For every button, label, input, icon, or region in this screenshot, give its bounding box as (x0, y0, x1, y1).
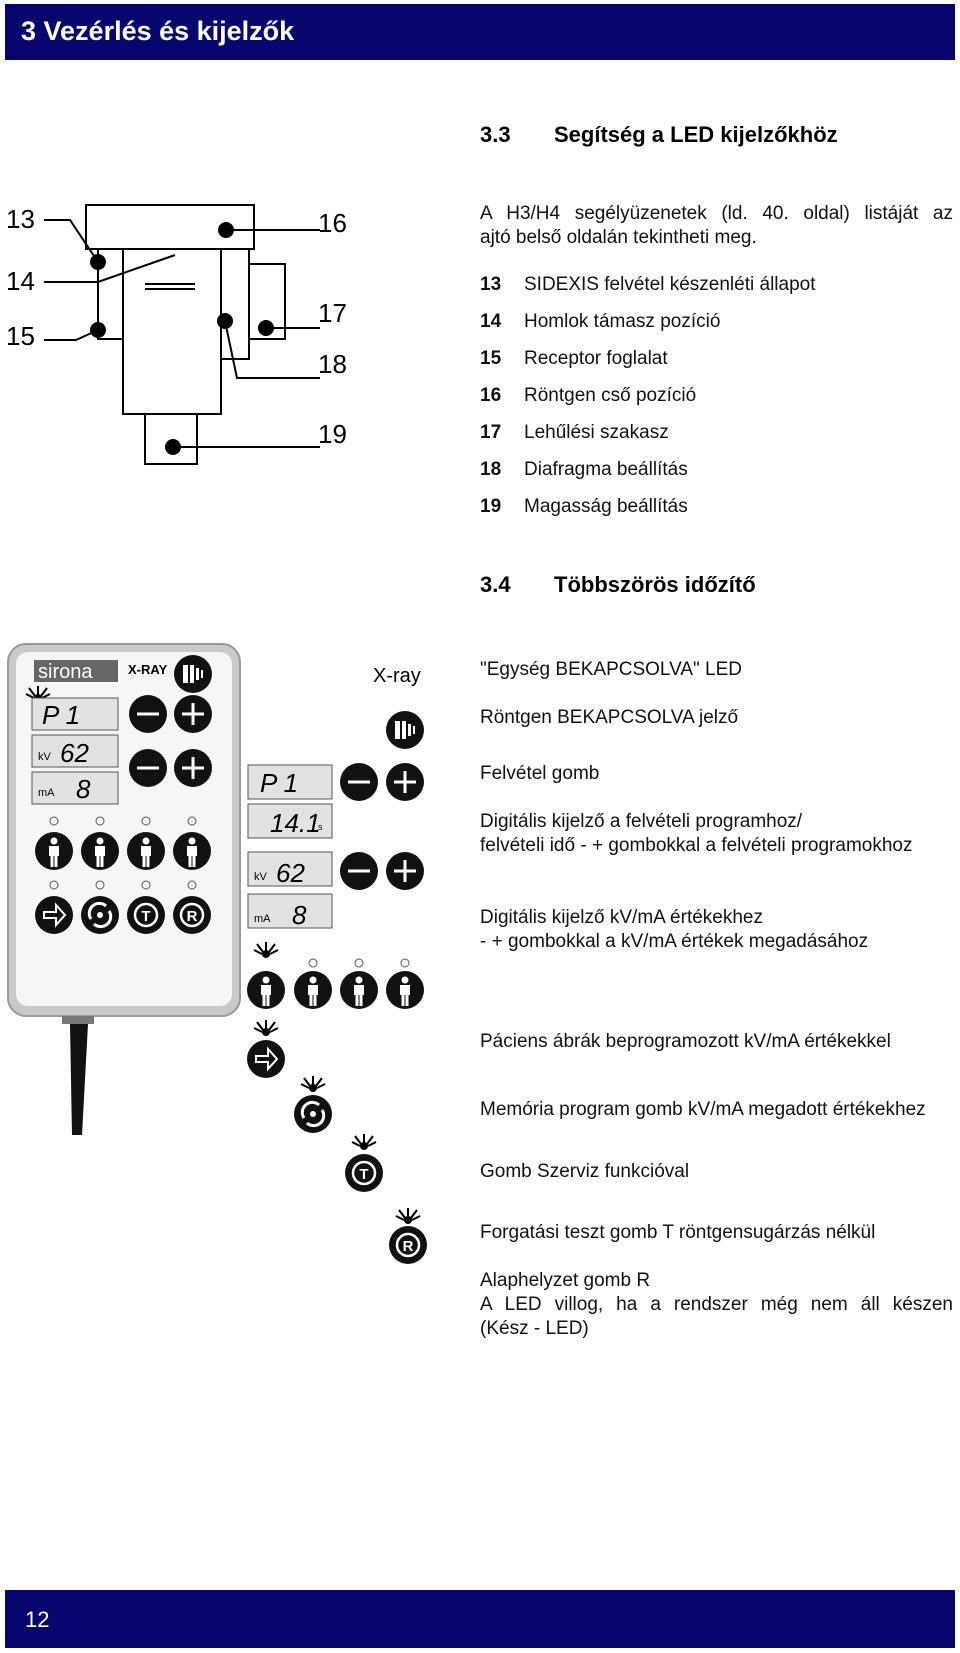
patient-button (294, 971, 332, 1009)
brand-logo: sirona (38, 661, 93, 683)
chapter-title: 3 Vezérlés és kijelzők (21, 16, 295, 46)
led-icon (253, 1019, 279, 1037)
program-display: P 1 (42, 700, 80, 730)
reset-button-icon: R (389, 1226, 427, 1264)
diagram-label-14: 14 (6, 266, 35, 296)
patient-button (247, 971, 285, 1009)
section-number: 3.3 (480, 122, 511, 147)
desc-kv-ma-display: Digitális kijelző kV/mA értékekhez- + go… (480, 907, 869, 952)
memory-button[interactable] (34, 895, 74, 935)
svg-text:62: 62 (276, 858, 305, 888)
section-number: 3.4 (480, 572, 511, 597)
led-position-diagram: 13 14 15 16 17 18 19 (6, 204, 347, 465)
intro-line-2: ajtó belső oldalán tekintheti meg. (480, 227, 757, 248)
svg-text:kV: kV (38, 751, 52, 763)
svg-text:8: 8 (292, 900, 307, 930)
cable (70, 1024, 88, 1135)
svg-text:R: R (403, 1238, 414, 1255)
svg-text:kV: kV (254, 871, 268, 883)
plus-button[interactable] (174, 749, 212, 787)
patient-button[interactable] (127, 832, 165, 870)
exposure-button-icon (386, 711, 424, 749)
diagram-label-15: 15 (6, 321, 35, 351)
patient-button[interactable] (81, 832, 119, 870)
header-bar: 3 Vezérlés és kijelzők (5, 4, 955, 60)
plus-button (386, 763, 424, 801)
plus-button (386, 852, 424, 890)
desc-patient-buttons: Páciens ábrák beprogramozott kV/mA érték… (480, 1031, 891, 1052)
page-number: 12 (25, 1607, 50, 1632)
plus-button[interactable] (174, 695, 212, 733)
section-3-4-heading: 3.4 Többszörös időzítő (480, 572, 756, 598)
test-button[interactable] (125, 894, 167, 936)
desc-service-button: Gomb Szerviz funkcióval (480, 1161, 690, 1182)
svg-text:s: s (318, 822, 323, 832)
led-icon (395, 1207, 421, 1225)
desc-xray-indicator: Röntgen BEKAPCSOLVA jelző (480, 707, 739, 728)
led-icon (300, 1075, 326, 1093)
led-icon (253, 941, 279, 959)
desc-program-display: Digitális kijelző a felvételi programhoz… (480, 811, 913, 856)
svg-text:62: 62 (60, 738, 89, 768)
desc-exposure-button: Felvétel gomb (480, 763, 600, 784)
section-title: Segítség a LED kijelzőkhöz (554, 122, 838, 147)
svg-text:mA: mA (38, 787, 55, 799)
minus-button[interactable] (129, 695, 167, 733)
minus-button (340, 763, 378, 801)
program-display: P 1 (260, 768, 298, 798)
section-title: Többszörös időzítő (554, 572, 756, 597)
exposure-button-icon[interactable] (174, 655, 212, 693)
diagram-label-18: 18 (318, 349, 347, 379)
xray-indicator-label: X-ray (373, 665, 421, 687)
patient-button (340, 971, 378, 1009)
reset-button[interactable] (171, 894, 213, 936)
diagram-label-19: 19 (318, 419, 347, 449)
service-button-icon (292, 1093, 334, 1135)
desc-unit-on-led: "Egység BEKAPCSOLVA" LED (480, 659, 743, 680)
svg-text:mA: mA (254, 913, 271, 925)
led-icon (351, 1133, 377, 1151)
memory-button-icon (246, 1039, 286, 1079)
reset-button-illustration: R (389, 1207, 427, 1264)
patient-button[interactable] (35, 832, 73, 870)
time-display: 14.1 (270, 808, 321, 838)
desc-memory-button: Memória program gomb kV/mA megadott érté… (480, 1099, 926, 1120)
diagram-label-17: 17 (318, 298, 347, 328)
patient-button (386, 971, 424, 1009)
footer-bar: 12 (5, 1590, 955, 1648)
test-button-icon (343, 1152, 385, 1194)
intro-line-1: A H3/H4 segélyüzenetek (ld. 40. oldal) l… (480, 203, 953, 224)
xray-label: X-RAY (128, 662, 168, 677)
svg-text:8: 8 (76, 774, 91, 804)
minus-button[interactable] (129, 749, 167, 787)
multitimer-illustration: T R sirona X-RAY P 1 kV 62 mA 8 X-ray P (7, 643, 424, 1194)
desc-test-button: Forgatási teszt gomb T röntgensugárzás n… (480, 1222, 876, 1243)
section-3-3-heading: 3.3 Segítség a LED kijelzőkhöz (480, 122, 838, 148)
diagram-label-16: 16 (318, 208, 347, 238)
minus-button (340, 852, 378, 890)
diagram-label-13: 13 (6, 204, 35, 234)
service-button[interactable] (79, 894, 121, 936)
patient-button[interactable] (173, 832, 211, 870)
